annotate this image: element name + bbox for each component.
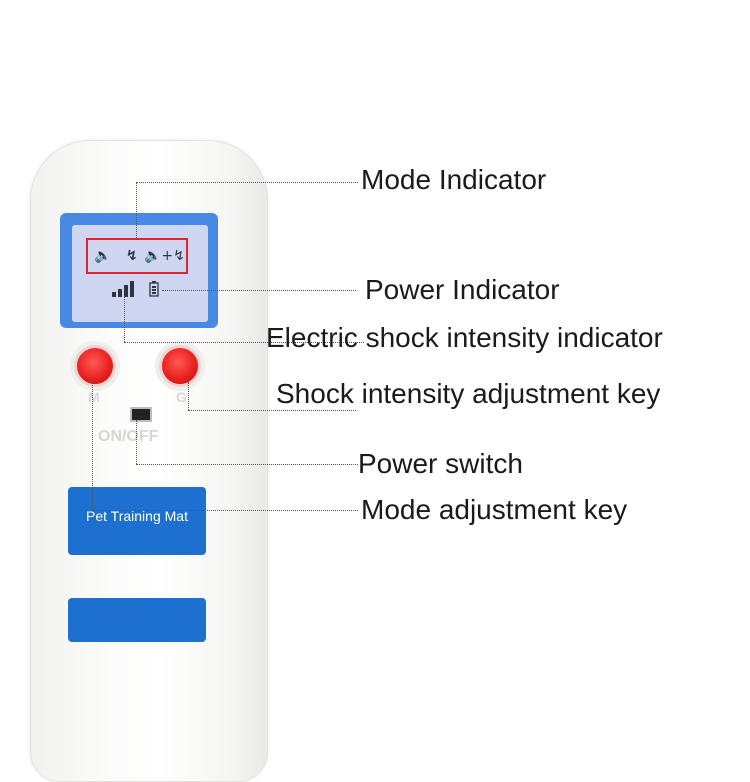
- mode-indicator-label: Mode Indicator: [361, 164, 547, 195]
- shock-key-leader-v: [188, 382, 189, 410]
- shock-adjust-key-label: Shock intensity adjustment key: [276, 378, 661, 409]
- power-switch-leader-v: [136, 420, 137, 464]
- mode-indicator-leader-v: [136, 182, 137, 240]
- speaker-plus-lightning-icon: 🔈+↯: [144, 248, 185, 264]
- signal-bars-icon: [112, 281, 134, 297]
- shock-intensity-indicator-label: Electric shock intensity indicator: [266, 322, 663, 353]
- mode-key-leader: [92, 510, 358, 511]
- mode-indicator-leader: [136, 182, 358, 183]
- power-indicator-leader: [162, 290, 356, 291]
- power-switch-leader: [136, 464, 358, 465]
- onoff-label: ON/OFF: [98, 428, 159, 445]
- blank-tag: [68, 598, 206, 642]
- mode-adjust-key-label: Mode adjustment key: [361, 494, 628, 525]
- product-tag-text: Pet Training Mat: [86, 508, 188, 524]
- shock-key-leader: [188, 410, 356, 411]
- speaker-icon: 🔈: [94, 248, 112, 264]
- battery-icon: [149, 281, 159, 297]
- shock-key-label: G: [176, 389, 188, 405]
- mode-key-leader-v: [92, 382, 93, 510]
- power-indicator-label: Power Indicator: [365, 274, 560, 305]
- shock-indicator-leader-v: [124, 296, 125, 342]
- lightning-icon: ↯: [126, 248, 138, 264]
- mode-key-label: M: [88, 389, 101, 405]
- power-switch[interactable]: [130, 407, 152, 422]
- shock-adjust-button[interactable]: [159, 345, 201, 387]
- shock-indicator-leader: [124, 342, 364, 343]
- power-switch-label: Power switch: [358, 448, 523, 479]
- mode-adjust-button[interactable]: [74, 345, 116, 387]
- mode-indicator-highlight: [86, 238, 188, 274]
- product-tag: [68, 487, 206, 555]
